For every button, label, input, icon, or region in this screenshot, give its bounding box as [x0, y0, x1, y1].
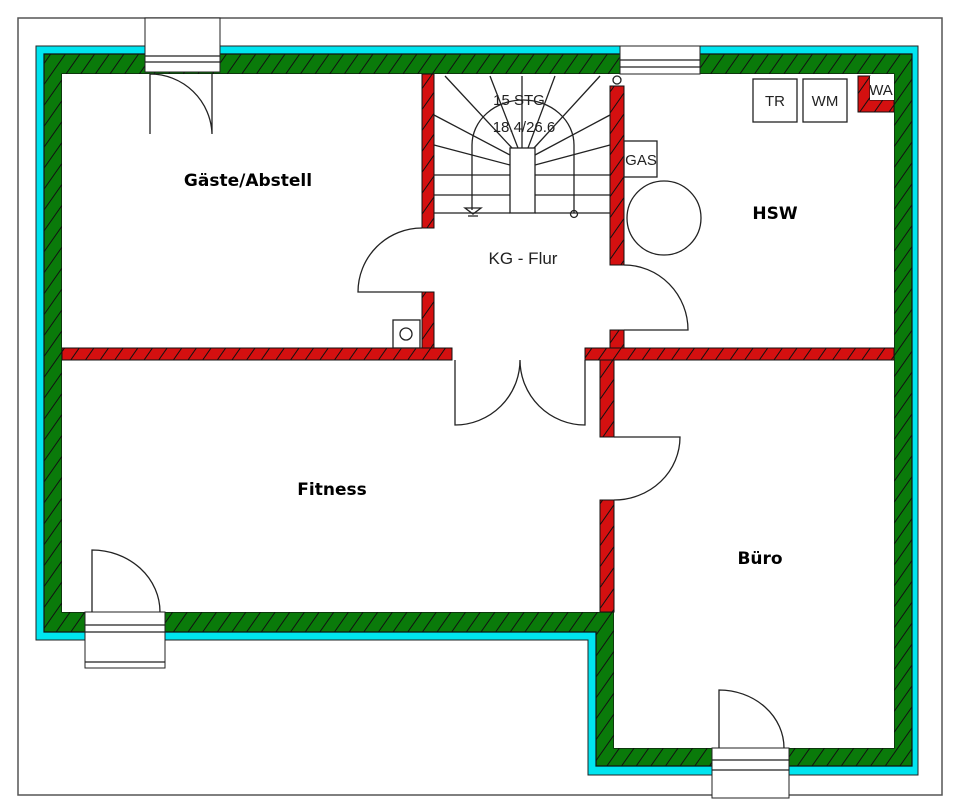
door-guest-room[interactable]	[144, 17, 221, 135]
dryer: TR	[752, 78, 798, 123]
stair-steps-label: 15 STG	[493, 92, 545, 109]
stair-ratio-label: 18.4/26.6	[493, 119, 556, 136]
heating-tank-icon	[626, 180, 702, 256]
door-hall-fitness[interactable]	[454, 359, 586, 426]
sink-label: WA	[869, 82, 893, 99]
inner-walls	[61, 73, 895, 613]
washing-machine: WM	[802, 78, 848, 123]
dryer-label: TR	[765, 93, 785, 110]
washer-label: WM	[812, 93, 839, 110]
door-hall-utility[interactable]	[623, 264, 689, 331]
room-label-utility: HSW	[752, 204, 797, 224]
door-office[interactable]	[711, 689, 790, 799]
gas-meter: GAS	[623, 140, 658, 178]
room-label-office: Büro	[737, 549, 782, 569]
room-label-fitness: Fitness	[297, 480, 366, 500]
drain-icon	[392, 319, 421, 349]
vent-icon	[612, 75, 622, 85]
sink: WA	[869, 76, 894, 100]
door-hall-guest[interactable]	[357, 227, 423, 293]
staircase	[433, 75, 611, 219]
door-office-inner[interactable]	[613, 436, 681, 501]
window-utility[interactable]	[619, 45, 701, 75]
door-fitness[interactable]	[84, 549, 166, 669]
room-label-guest: Gäste/Abstell	[184, 171, 312, 191]
gas-label: GAS	[625, 152, 657, 169]
room-label-hall: KG - Flur	[489, 249, 558, 268]
